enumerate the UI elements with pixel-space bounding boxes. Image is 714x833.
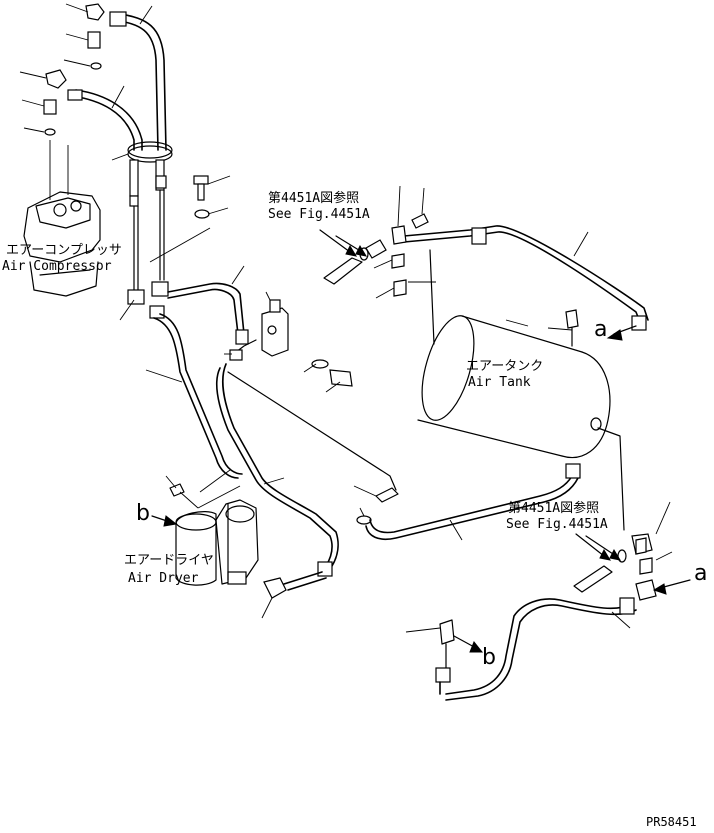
a-marker-upper	[606, 325, 637, 341]
pipe-upper-tank	[319, 185, 649, 331]
air-compressor-label-jp: エアーコンプレッサ	[6, 243, 122, 258]
air-dryer-drawing	[165, 469, 259, 586]
air-tank-label-en: Air Tank	[468, 375, 531, 390]
reference-top-jp: 第4451A図参照	[268, 190, 359, 206]
figure-code: PR58451	[646, 815, 697, 829]
marker-b-left: b	[136, 501, 150, 526]
pipe-lower-tank	[227, 371, 581, 541]
air-tank-drawing	[417, 249, 611, 458]
air-dryer-label-en: Air Dryer	[128, 571, 199, 586]
reference-top-en: See Fig.4451A	[268, 207, 370, 222]
air-compressor-drawing	[23, 140, 101, 297]
air-tank-label-jp: エアータンク	[466, 359, 543, 374]
bolt-washer-upper	[149, 175, 231, 263]
junction-block	[119, 265, 249, 345]
marker-a-upper: a	[594, 317, 607, 342]
marker-a-lower: a	[694, 561, 707, 586]
reference-bottom-en: See Fig.4451A	[506, 517, 608, 532]
fittings-top-left	[19, 3, 105, 136]
check-valve	[224, 291, 353, 393]
reference-bottom-jp: 第4451A図参照	[508, 500, 599, 516]
air-compressor-label-en: Air Compressor	[2, 259, 112, 274]
b-marker-left	[151, 515, 178, 527]
compressor-discharge-pipes	[67, 5, 173, 291]
marker-b-lower: b	[482, 645, 496, 670]
air-dryer-label-jp: エアードライヤ	[124, 553, 214, 568]
pipe-lower-right	[405, 427, 691, 701]
pipe-to-dryer	[145, 313, 339, 619]
